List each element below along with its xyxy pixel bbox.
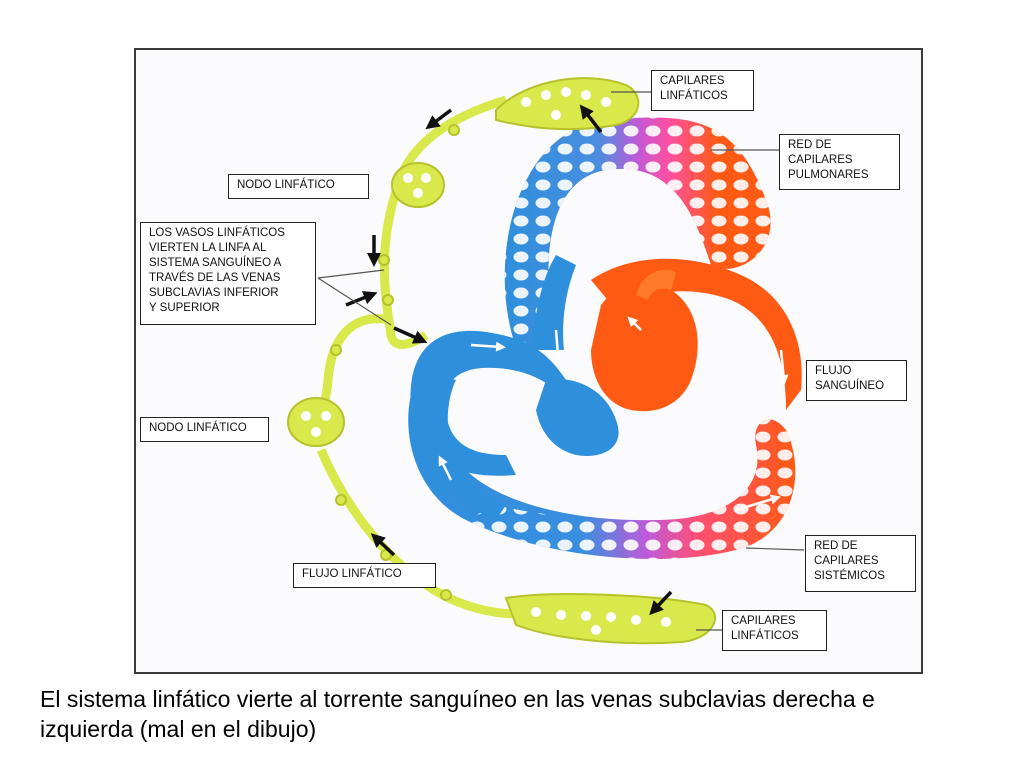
blood-flow-arrows [438, 316, 789, 512]
arterial-vessels [591, 258, 802, 412]
lymph-node-top [391, 162, 445, 208]
lymph-node-pores [301, 87, 671, 635]
label-nodo-linfatico-bottom: NODO LINFÁTICO [140, 417, 269, 442]
venous-vessels [410, 255, 619, 520]
lymph-node-bottom [287, 397, 345, 447]
lymph-capillaries-top [495, 77, 640, 131]
pulmonary-capillary-network [504, 117, 771, 350]
slide-caption: El sistema linfático vierte al torrente … [40, 686, 875, 742]
label-red-capilares-pulmonares: RED DE CAPILARES PULMONARES [779, 134, 900, 190]
circulation-diagram [287, 77, 805, 645]
label-flujo-sanguineo: FLUJO SANGUÍNEO [806, 360, 907, 401]
label-red-capilares-sistemicos: RED DE CAPILARES SISTÉMICOS [805, 535, 916, 592]
label-capilares-linfaticos-bottom: CAPILARES LINFÁTICOS [722, 610, 827, 651]
label-nodo-linfatico-top: NODO LINFÁTICO [228, 174, 369, 199]
label-vasos-linfaticos: LOS VASOS LINFÁTICOS VIERTEN LA LINFA AL… [140, 222, 316, 325]
systemic-capillary-network [408, 370, 796, 559]
label-flujo-linfatico: FLUJO LINFÁTICO [293, 563, 436, 588]
label-capilares-linfaticos-top: CAPILARES LINFÁTICOS [651, 70, 754, 111]
leader-lines [317, 91, 805, 631]
lymph-flow-arrows [345, 104, 673, 616]
